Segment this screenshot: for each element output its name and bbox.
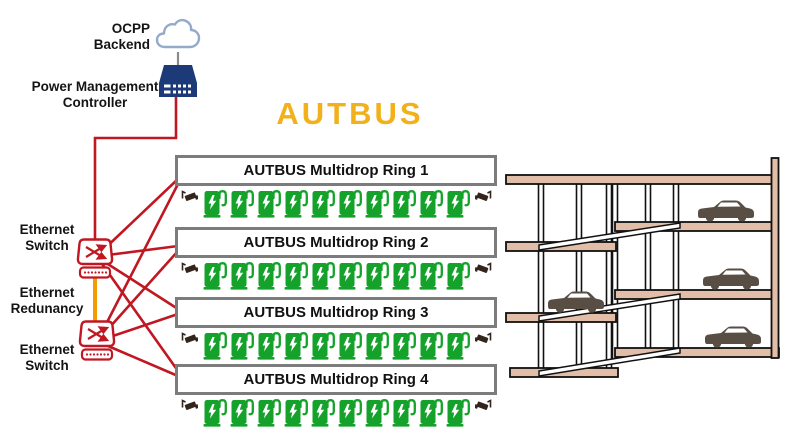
ev-charger-icon (419, 332, 443, 360)
ev-charger-icon (203, 332, 227, 360)
ev-charger-icon (284, 399, 308, 427)
power-management-controller-label: Power Management Controller (31, 79, 159, 110)
charger-strip (202, 188, 471, 218)
charger-row (175, 188, 497, 218)
ring-group-3: AUTBUS Multidrop Ring 3 (175, 297, 497, 360)
ev-charger-icon (203, 399, 227, 427)
ev-charger-icon (338, 399, 362, 427)
cloud-icon (155, 18, 201, 49)
parked-cars (548, 200, 761, 348)
ocpp-backend-label: OCPP Backend (93, 21, 150, 52)
ev-charger-icon (284, 190, 308, 218)
ev-charger-icon (365, 399, 389, 427)
ev-charger-icon (446, 262, 470, 290)
ev-charger-icon (365, 190, 389, 218)
ev-charger-icon (446, 399, 470, 427)
security-camera-icon (474, 399, 491, 410)
charger-strip (202, 330, 471, 360)
ev-charger-icon (446, 332, 470, 360)
car-icon (548, 291, 604, 313)
car-icon (698, 200, 754, 222)
charger-strip (202, 397, 471, 427)
ev-charger-icon (446, 190, 470, 218)
charger-row (175, 397, 497, 427)
parking-garage-illustration (505, 157, 780, 378)
ring-label: AUTBUS Multidrop Ring 2 (243, 234, 429, 251)
controller-to-switch-wire (93, 97, 178, 245)
ev-charger-icon (257, 190, 281, 218)
ring-group-2: AUTBUS Multidrop Ring 2 (175, 227, 497, 290)
ethernet-switch-icon (78, 320, 116, 361)
ev-charger-icon (284, 262, 308, 290)
car-icon (705, 326, 761, 348)
charger-row (175, 330, 497, 360)
ev-charger-icon (419, 262, 443, 290)
security-camera-icon (181, 332, 198, 343)
ethernet-switch-2-label: Ethernet Switch (19, 342, 75, 373)
ev-charger-icon (419, 399, 443, 427)
ring-label: AUTBUS Multidrop Ring 1 (243, 162, 429, 179)
security-camera-icon (474, 262, 491, 273)
car-icon (703, 268, 759, 290)
controller-icon (159, 65, 197, 97)
ev-charger-icon (257, 332, 281, 360)
ev-charger-icon (419, 190, 443, 218)
ethernet-switch-icon (76, 238, 114, 279)
ev-charger-icon (230, 190, 254, 218)
ev-charger-icon (230, 332, 254, 360)
ring-group-4: AUTBUS Multidrop Ring 4 (175, 364, 497, 427)
ring-box: AUTBUS Multidrop Ring 4 (175, 364, 497, 395)
ring-label: AUTBUS Multidrop Ring 4 (243, 371, 429, 388)
ev-charger-icon (284, 332, 308, 360)
ev-charger-icon (365, 262, 389, 290)
ethernet-redundancy-label: Ethernet Redunancy (10, 285, 84, 316)
charger-row (175, 260, 497, 290)
security-camera-icon (474, 190, 491, 201)
security-camera-icon (181, 262, 198, 273)
ring-box: AUTBUS Multidrop Ring 3 (175, 297, 497, 328)
ring-label: AUTBUS Multidrop Ring 3 (243, 304, 429, 321)
ev-charger-icon (392, 399, 416, 427)
ev-charger-icon (311, 262, 335, 290)
autbus-title: AUTBUS (276, 96, 424, 131)
ev-charger-icon (257, 262, 281, 290)
ev-charger-icon (365, 332, 389, 360)
security-camera-icon (181, 190, 198, 201)
ring-box: AUTBUS Multidrop Ring 2 (175, 227, 497, 258)
ev-charger-icon (392, 332, 416, 360)
ev-charger-icon (257, 399, 281, 427)
ev-charger-icon (203, 190, 227, 218)
charger-strip (202, 260, 471, 290)
security-camera-icon (474, 332, 491, 343)
garage-columns (537, 177, 680, 377)
ethernet-switch-1-label: Ethernet Switch (19, 222, 75, 253)
ev-charger-icon (311, 332, 335, 360)
ev-charger-icon (338, 190, 362, 218)
security-camera-icon (181, 399, 198, 410)
ev-charger-icon (230, 262, 254, 290)
ev-charger-icon (338, 262, 362, 290)
ev-charger-icon (230, 399, 254, 427)
switch1-ring-wires (98, 177, 180, 373)
ev-charger-icon (392, 262, 416, 290)
ev-charger-icon (311, 399, 335, 427)
ev-charger-icon (311, 190, 335, 218)
garage-edge-pole (770, 157, 780, 359)
ev-charger-icon (392, 190, 416, 218)
ev-charger-icon (338, 332, 362, 360)
garage-ramps (538, 222, 681, 377)
ev-charger-icon (203, 262, 227, 290)
ring-box: AUTBUS Multidrop Ring 1 (175, 155, 497, 186)
ring-group-1: AUTBUS Multidrop Ring 1 (175, 155, 497, 218)
